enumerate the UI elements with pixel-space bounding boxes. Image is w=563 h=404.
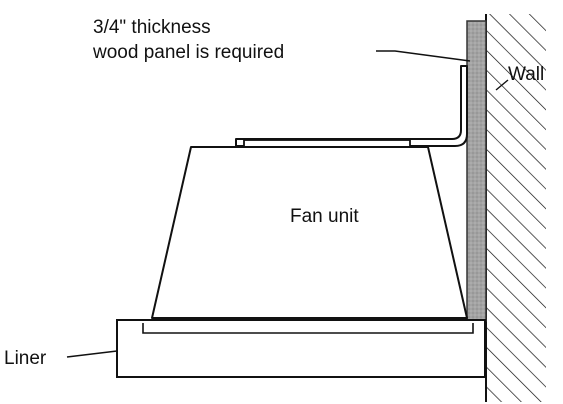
wall-label: Wall [508, 64, 544, 85]
mounting-bracket [235, 65, 468, 147]
wall-leader-line [495, 79, 509, 91]
fan-unit-label: Fan unit [290, 206, 359, 227]
wall-hatching [486, 14, 546, 402]
liner [116, 319, 486, 378]
liner-inner-lip [142, 323, 474, 334]
wood-panel-label-line2: wood panel is required [92, 42, 284, 63]
liner-box [116, 319, 486, 378]
wood-panel-leader-line [376, 50, 471, 62]
wood-panel-label-line1: 3/4" thickness [93, 17, 211, 38]
liner-leader-line [66, 350, 118, 358]
liner-label: Liner [4, 348, 47, 369]
fan-top-plate [243, 139, 411, 148]
wood-panel [466, 20, 487, 322]
wall [485, 14, 546, 402]
fan-unit-body [151, 146, 468, 319]
